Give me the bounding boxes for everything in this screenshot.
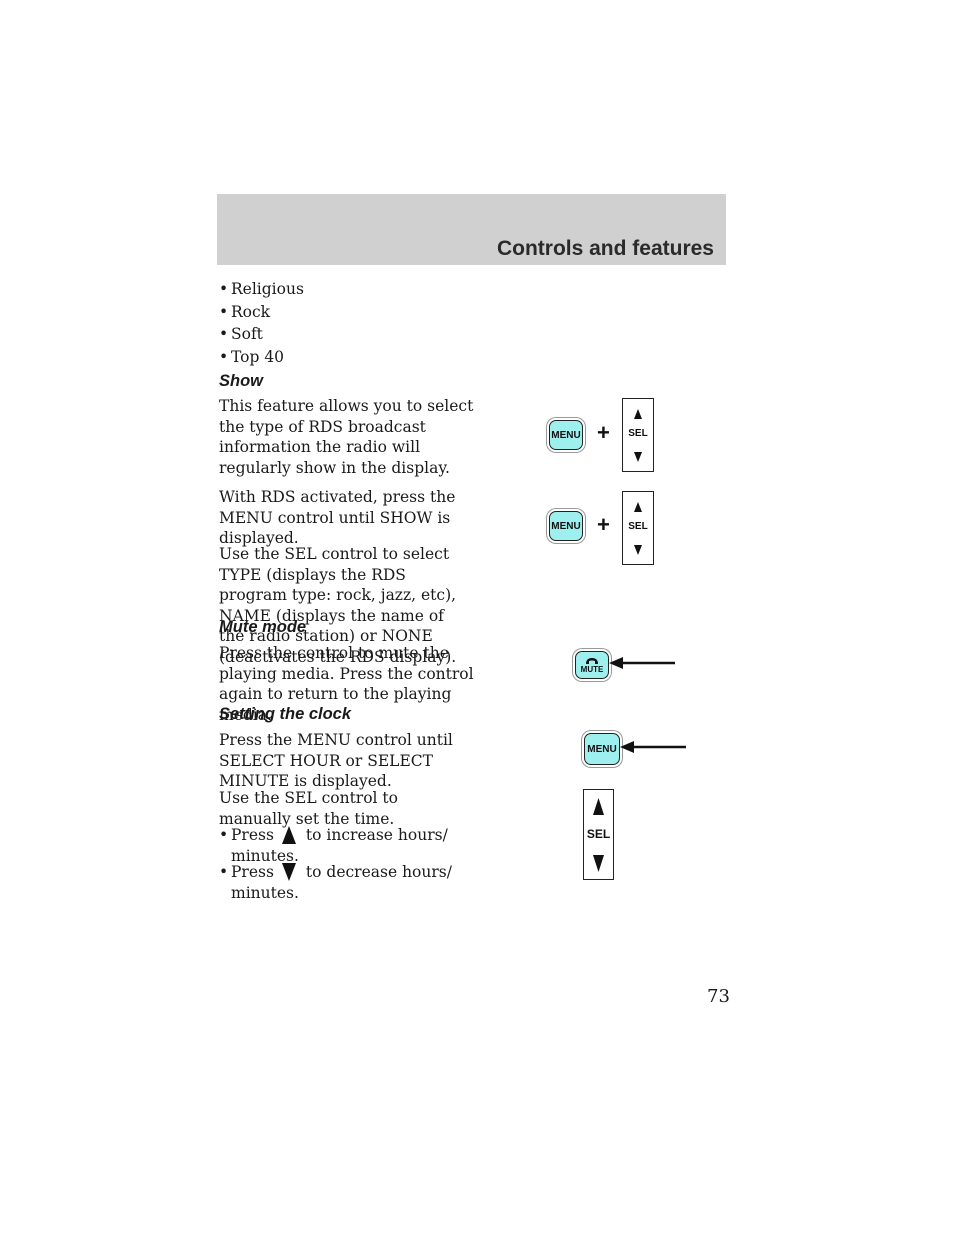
genre-list: •Religious •Rock •Soft •Top 40 [219, 279, 304, 369]
show-paragraph-1: This feature allows you to select the ty… [219, 397, 474, 477]
sel-control-icon: SEL [622, 491, 654, 565]
show-heading: Show [219, 372, 263, 390]
show-paragraph-2: With RDS activated, press the MENU contr… [219, 488, 456, 547]
menu-button-icon: MENU [549, 420, 583, 450]
decrease-bullet: • Press to decrease hours/ minutes. [219, 863, 452, 902]
pointer-arrow-icon [620, 741, 686, 753]
show-paragraph-3-start: Use the SEL control to select TYPE (disp… [219, 544, 474, 667]
list-item: •Religious [219, 280, 304, 298]
sel-control-icon: SEL [583, 789, 614, 880]
page-section-title: Controls and features [496, 237, 714, 260]
mute-heading: Mute mode [219, 618, 307, 636]
list-item: •Soft [219, 325, 263, 343]
up-arrow-icon [281, 826, 296, 844]
sel-control-icon: SEL [622, 398, 654, 472]
sel-arrows-icon [634, 502, 642, 555]
clock-paragraph-1: Press the MENU control until SELECT HOUR… [219, 731, 453, 790]
list-item: •Rock [219, 302, 271, 321]
menu-button-icon: MENU [584, 733, 620, 765]
sel-arrows-icon [593, 798, 604, 872]
menu-button-icon: MENU [549, 511, 583, 541]
show-paragraph-3: Use the SEL control to select TYPE (disp… [219, 545, 457, 666]
clock-paragraph-2: Use the SEL control to manually set the … [219, 789, 398, 828]
pointer-arrow-icon [609, 657, 675, 669]
sel-arrows-icon [634, 409, 642, 462]
plus-icon: + [597, 420, 610, 445]
phone-handset-icon [586, 658, 598, 664]
increase-bullet: • Press to increase hours/ minutes. [219, 826, 448, 865]
list-item: •Top 40 [219, 347, 285, 366]
mute-paragraph: Press the control to mute the playing me… [219, 644, 474, 724]
mute-button-icon: MUTE [575, 651, 609, 679]
header-bar: Controls and features [217, 194, 726, 265]
page-number: 73 [707, 986, 730, 1007]
clock-heading: Setting the clock [219, 705, 352, 723]
plus-icon: + [597, 512, 610, 537]
down-arrow-icon [281, 863, 296, 881]
